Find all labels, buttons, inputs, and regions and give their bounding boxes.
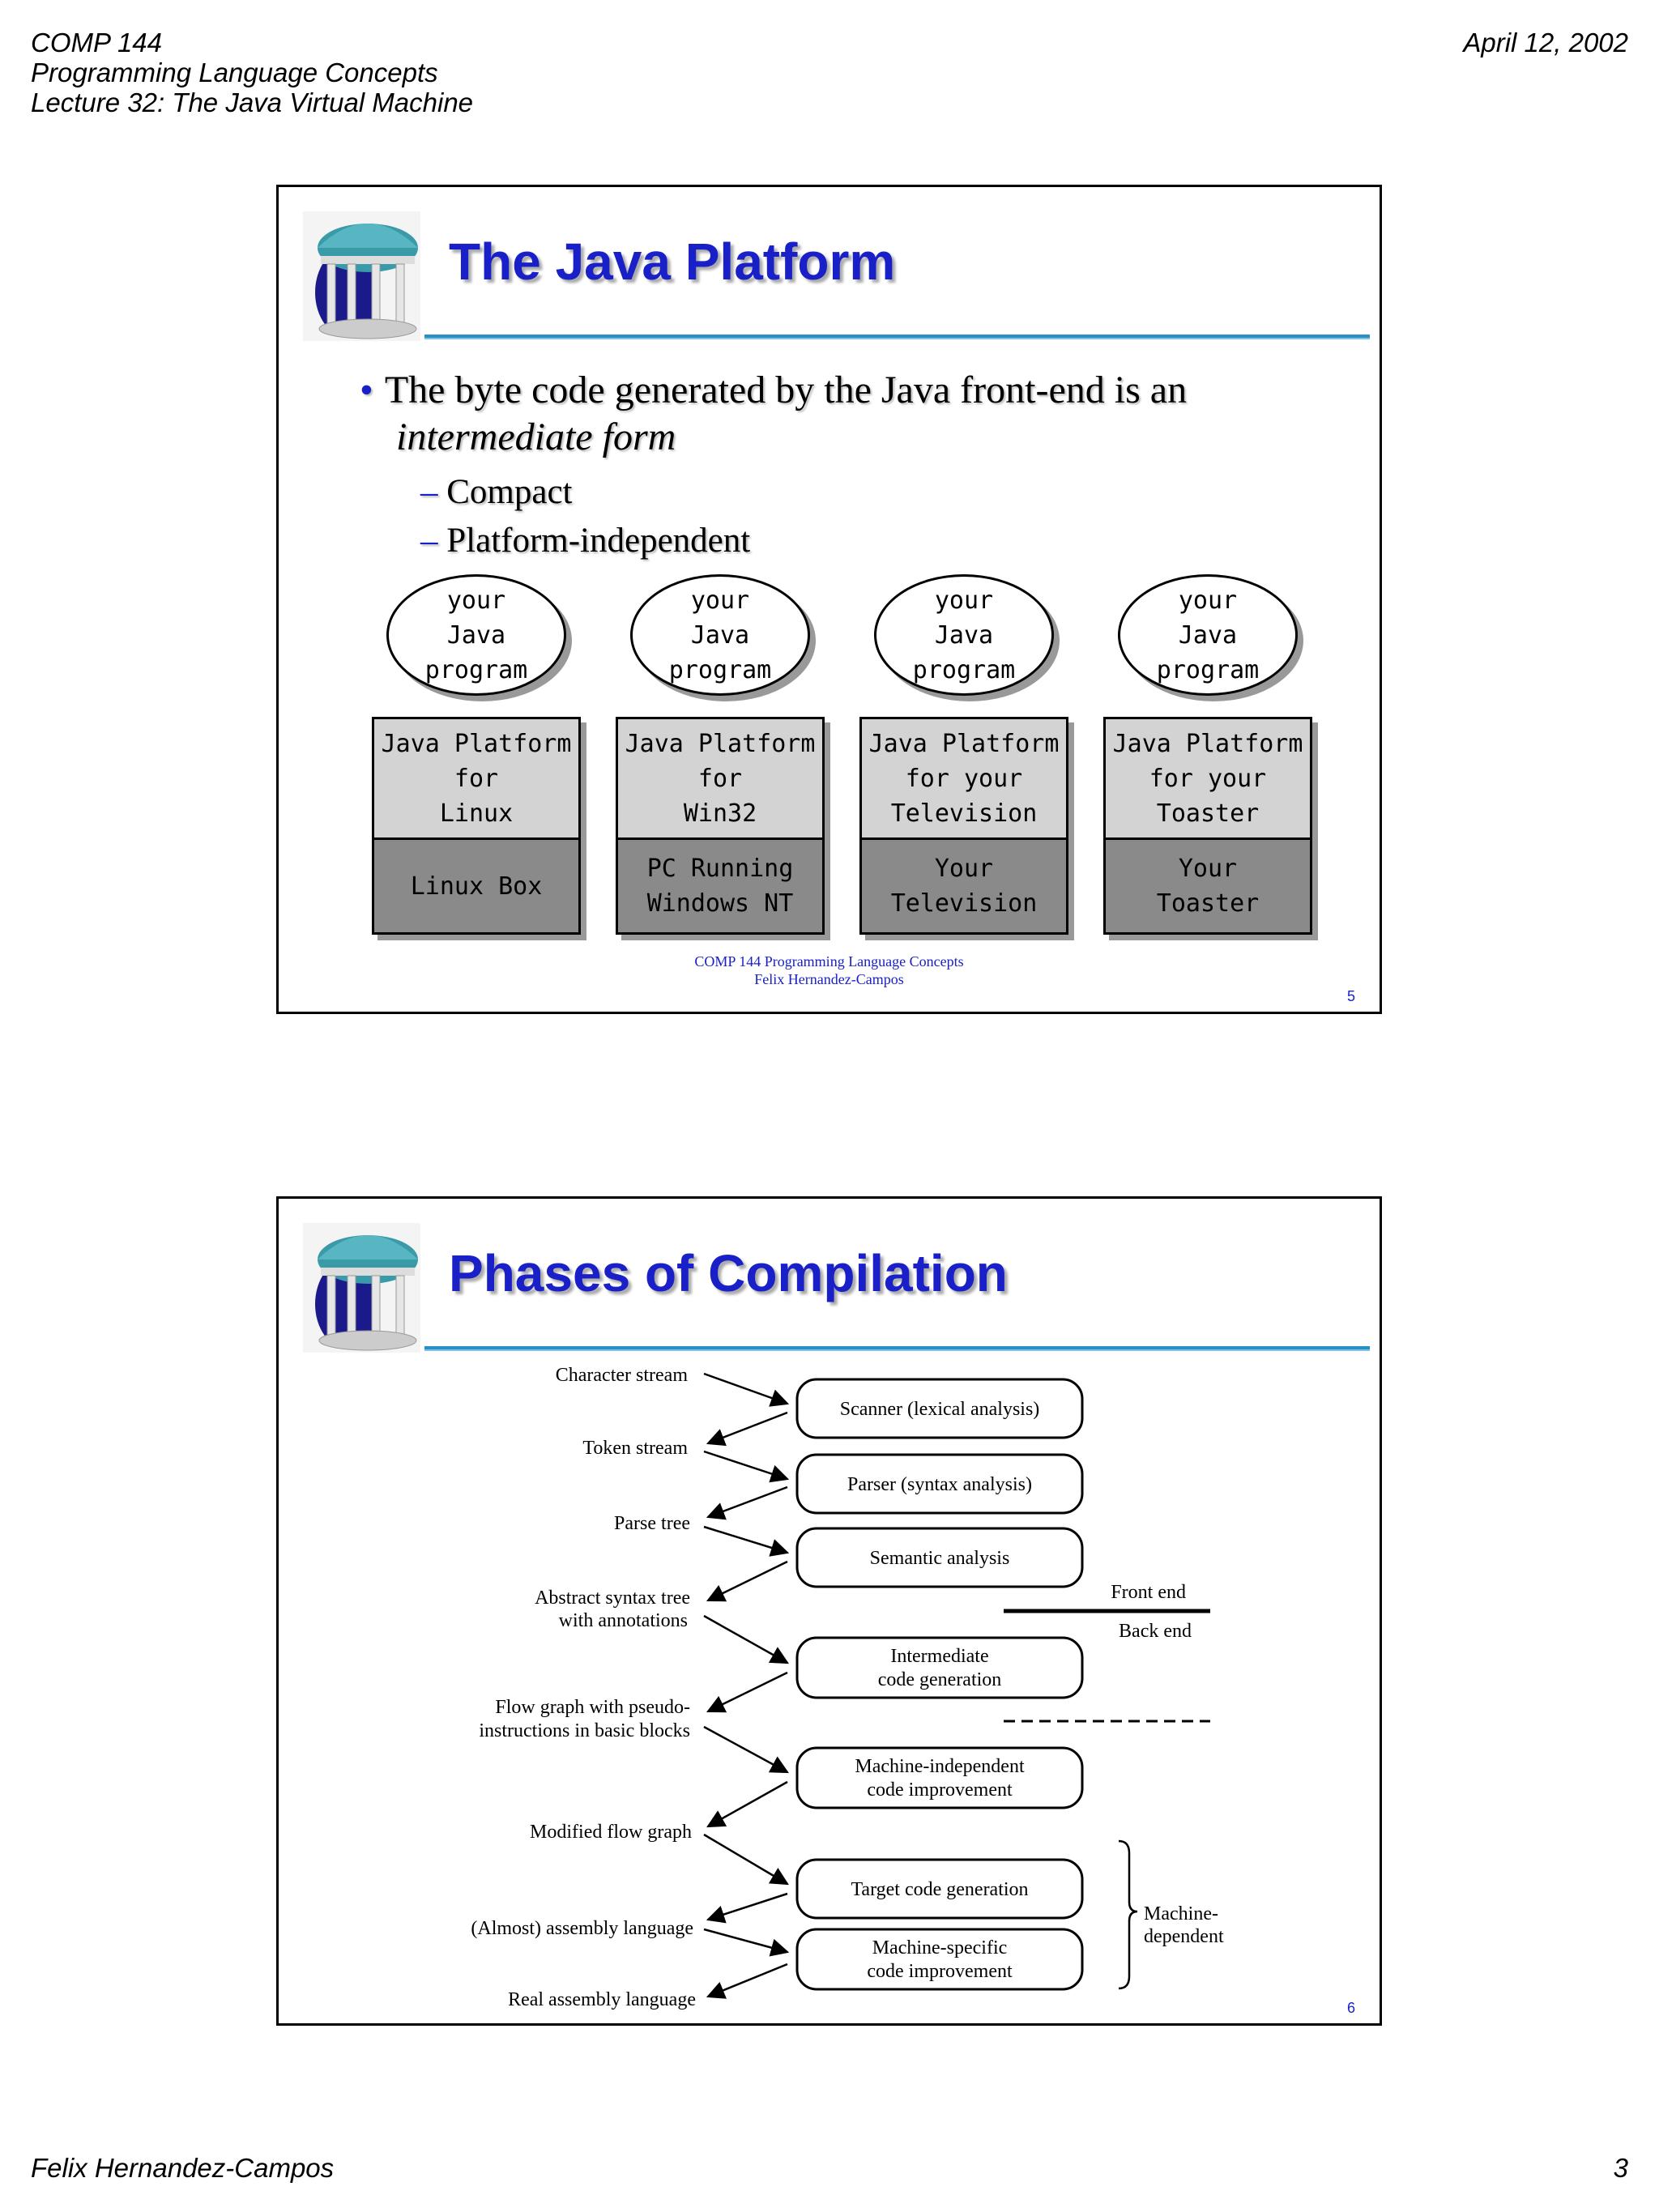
java-platform-box: Java Platform for Linux xyxy=(372,717,581,840)
phase-semantic: Semantic analysis xyxy=(870,1548,1010,1569)
bullet-text: The byte code generated by the Java fron… xyxy=(384,369,1188,411)
stream-ast-2: with annotations xyxy=(559,1610,688,1631)
slide-java-platform: The Java Platform • The byte code generat… xyxy=(276,185,1382,1014)
footer-page-number: 3 xyxy=(1613,2153,1628,2183)
java-platform-box: Java Platform for your Television xyxy=(859,717,1068,840)
compilation-phases-diagram: Character stream Token stream Parse tree… xyxy=(471,1365,1224,2010)
hardware-box: Your Toaster xyxy=(1103,837,1312,935)
hardware-box: PC Running Windows NT xyxy=(616,837,825,935)
stream-flow-graph-2: instructions in basic blocks xyxy=(479,1720,690,1741)
java-program-oval: your Java program xyxy=(874,574,1054,696)
phase-machine-specific: Machine-specific xyxy=(872,1937,1008,1958)
machine-dependent-brace xyxy=(1118,1839,1138,1990)
lecture-title: Lecture 32: The Java Virtual Machine xyxy=(31,87,474,117)
title-underline xyxy=(424,335,1370,339)
header-date: April 12, 2002 xyxy=(1463,28,1628,58)
old-well-logo-icon xyxy=(303,1223,420,1353)
bullet-dot-icon: • xyxy=(360,369,373,411)
title-underline xyxy=(424,1346,1370,1351)
java-platform-box: Java Platform for your Toaster xyxy=(1103,717,1312,840)
machine-dependent-label-2: dependent xyxy=(1144,1926,1224,1947)
phase-machine-specific-2: code improvement xyxy=(867,1961,1013,1982)
slide-title: Phases of Compilation xyxy=(449,1244,1008,1302)
java-program-oval: your Java program xyxy=(1118,574,1298,696)
slide-title: The Java Platform xyxy=(449,232,896,291)
course-name: Programming Language Concepts xyxy=(31,58,438,87)
subbullet-compact: – Compact xyxy=(420,473,573,511)
java-program-oval: your Java program xyxy=(630,574,810,696)
bullet-main: • The byte code generated by the Java fro… xyxy=(360,367,1356,461)
phase-scanner: Scanner (lexical analysis) xyxy=(840,1399,1040,1420)
subbullet-platform-independent: – Platform-independent xyxy=(420,522,751,560)
slide-phases-of-compilation: Phases of Compilation Character stream T… xyxy=(276,1196,1382,2026)
java-program-oval: your Java program xyxy=(386,574,566,696)
platform-stack-toaster: your Java program Java Platform for your… xyxy=(1103,574,1314,947)
old-well-logo-icon xyxy=(303,211,420,341)
phase-intermediate-2: code generation xyxy=(878,1669,1002,1690)
stream-parse-tree: Parse tree xyxy=(614,1513,690,1534)
phase-parser: Parser (syntax analysis) xyxy=(847,1474,1032,1495)
phase-target-code: Target code generation xyxy=(851,1879,1028,1900)
platform-stack-television: your Java program Java Platform for your… xyxy=(859,574,1070,947)
course-code: COMP 144 xyxy=(31,28,163,58)
stream-character: Character stream xyxy=(556,1365,689,1386)
back-end-label: Back end xyxy=(1119,1621,1192,1642)
stream-modified-flow-graph: Modified flow graph xyxy=(530,1822,692,1843)
slide-page-number: 5 xyxy=(1346,988,1355,1004)
stream-almost-assembly: (Almost) assembly language xyxy=(471,1918,693,1939)
platform-stack-linux: your Java program Java Platform for Linu… xyxy=(372,574,582,947)
stream-token: Token stream xyxy=(582,1438,688,1459)
java-platform-box: Java Platform for Win32 xyxy=(616,717,825,840)
machine-dependent-label: Machine- xyxy=(1144,1903,1218,1924)
phase-intermediate: Intermediate xyxy=(890,1646,988,1667)
bullet-italic-text: intermediate form xyxy=(396,416,676,458)
stream-ast: Abstract syntax tree xyxy=(535,1588,690,1609)
hardware-box: Linux Box xyxy=(372,837,581,935)
stream-flow-graph: Flow graph with pseudo- xyxy=(495,1697,690,1718)
page-header-left: COMP 144 Programming Language Concepts L… xyxy=(31,28,473,117)
slide-page-number: 6 xyxy=(1346,2000,1355,2016)
phase-machine-independent: Machine-independent xyxy=(855,1756,1025,1777)
footer-author: Felix Hernandez-Campos xyxy=(31,2153,335,2183)
hardware-box: Your Television xyxy=(859,837,1068,935)
front-end-label: Front end xyxy=(1111,1582,1186,1603)
platform-stack-win32: your Java program Java Platform for Win3… xyxy=(616,574,826,947)
stream-real-assembly: Real assembly language xyxy=(508,1989,696,2010)
phase-machine-independent-2: code improvement xyxy=(867,1779,1013,1801)
slide-credit: COMP 144 Programming Language Concepts F… xyxy=(694,953,964,987)
